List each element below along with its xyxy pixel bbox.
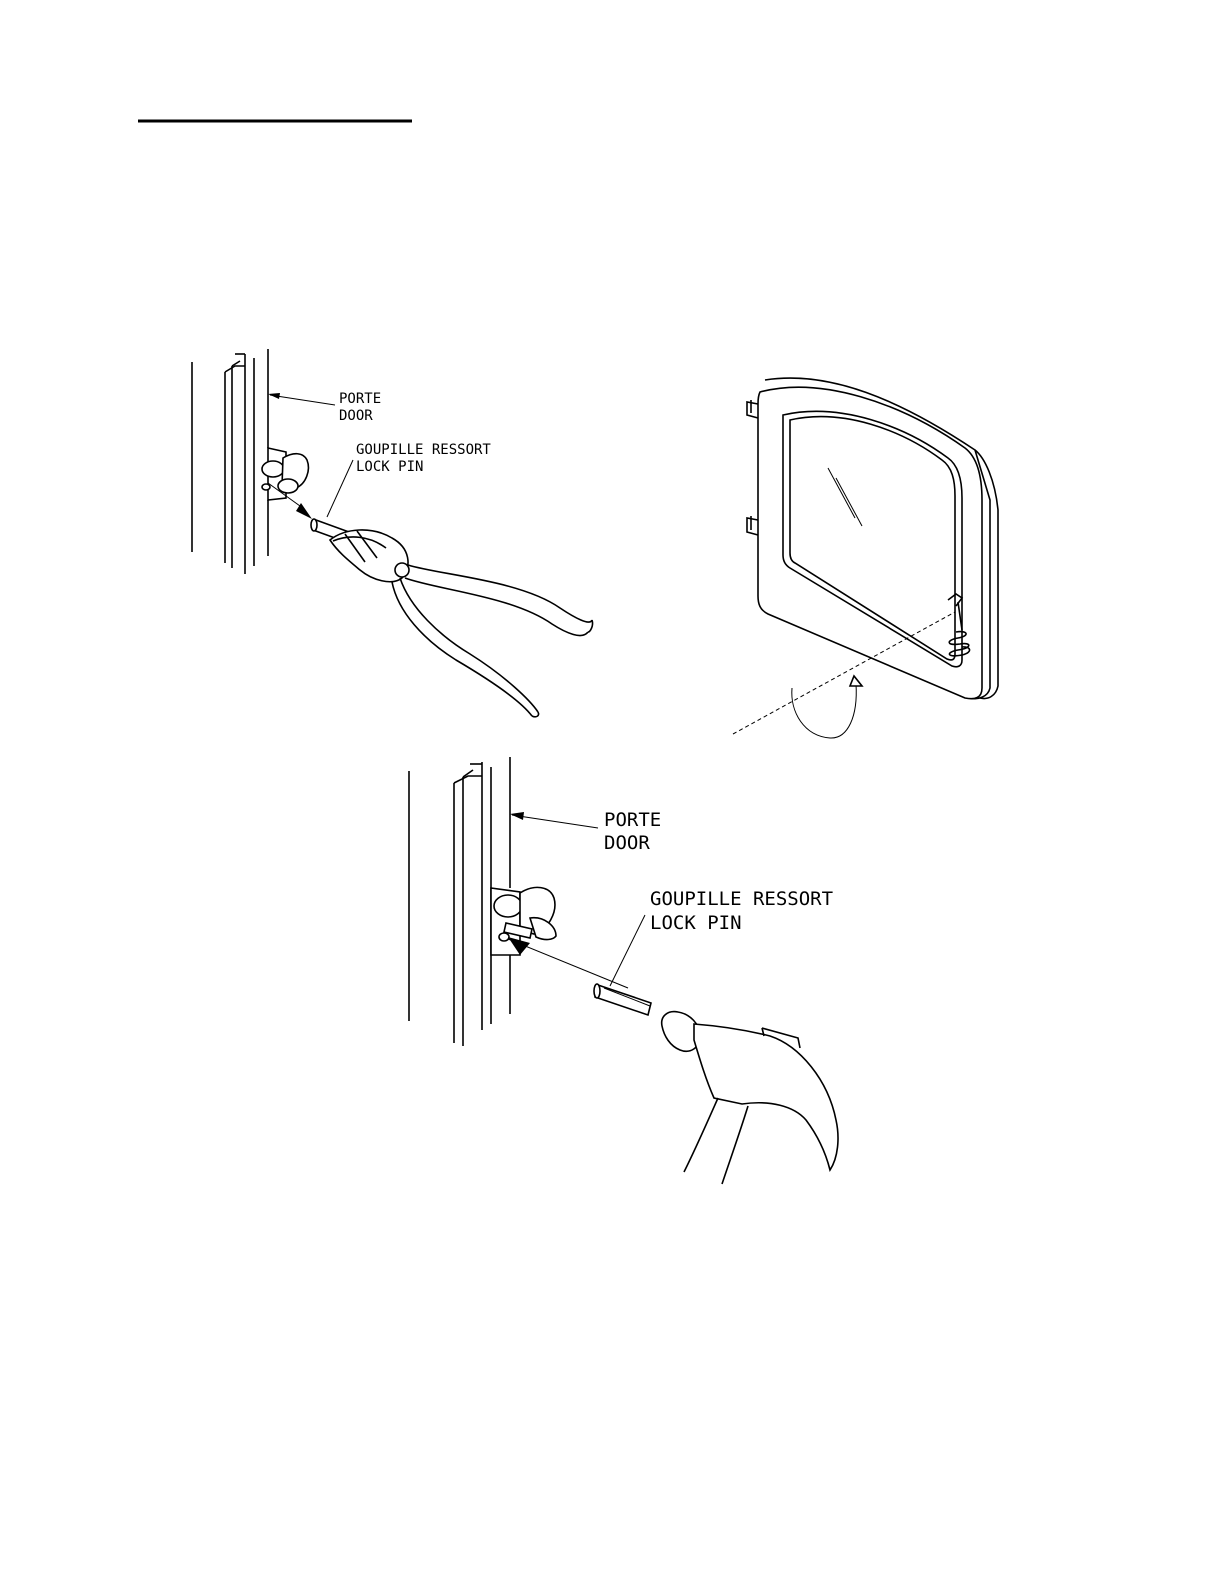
bottom-pin-label-fr: GOUPILLE RESSORT <box>650 888 833 910</box>
bottom-door-label-fr: PORTE <box>604 809 661 831</box>
bottom-pin-label-en: LOCK PIN <box>650 912 742 934</box>
bottom-pin-leader <box>610 915 645 986</box>
rotation-arrow-icon <box>850 676 862 686</box>
top-pin-label-fr: GOUPILLE RESSORT <box>356 442 491 458</box>
top-door-arrow-icon <box>268 393 280 399</box>
bottom-door-leader <box>512 815 598 828</box>
top-door-label-fr: PORTE <box>339 391 381 407</box>
pliers-icon <box>330 530 593 717</box>
top-door-leader <box>270 395 335 405</box>
top-pin-leader <box>327 460 353 517</box>
top-pin-label-en: LOCK PIN <box>356 459 423 475</box>
bottom-lock-pin-icon <box>594 984 651 1015</box>
top-door-frame-icon <box>192 349 268 574</box>
top-door-label-en: DOOR <box>339 408 373 424</box>
hammer-icon <box>662 1012 838 1184</box>
rotation-path <box>792 684 856 738</box>
door-glass-icon <box>747 378 998 699</box>
bottom-door-label-en: DOOR <box>604 832 650 854</box>
top-hinge-icon <box>262 448 308 500</box>
bottom-door-arrow-icon <box>510 812 524 820</box>
